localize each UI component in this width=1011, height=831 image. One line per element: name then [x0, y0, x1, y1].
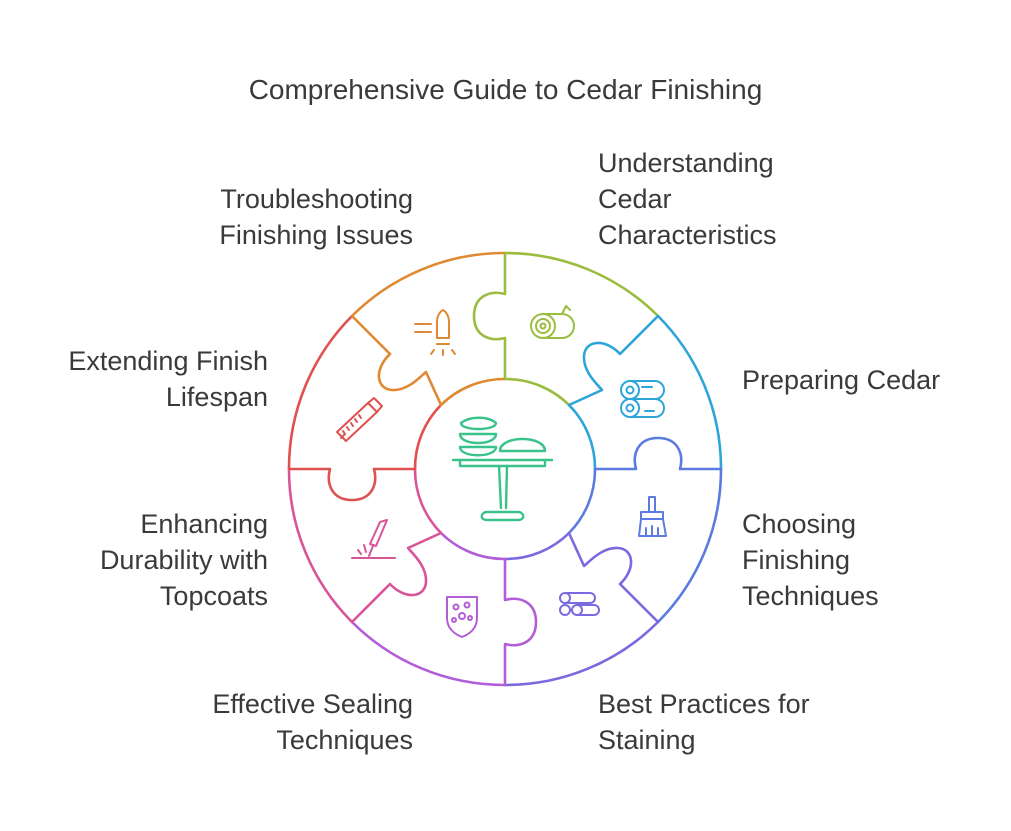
segment-label-troubleshooting: Troubleshooting Finishing Issues — [219, 184, 413, 250]
segment-label-understanding-cedar: Understanding Cedar Characteristics — [598, 148, 777, 250]
inner-arc-7 — [413, 403, 443, 471]
outer-arc-understanding — [503, 251, 660, 318]
inner-arc-6 — [413, 467, 443, 535]
inner-arc-2 — [567, 403, 597, 471]
segment-label-effective-sealing: Effective Sealing Techniques — [212, 689, 413, 755]
divider-top — [472, 251, 507, 381]
outer-arc-choosing — [656, 467, 723, 624]
stacked-logs-icon — [620, 380, 665, 418]
inner-arc-3 — [567, 467, 597, 535]
lamp-icon — [414, 309, 456, 356]
segment-label-enhancing-durability: Enhancing Durability with Topcoats — [99, 509, 268, 611]
outer-arc-troubleshooting — [350, 251, 507, 318]
outer-arc-sealing — [350, 620, 507, 687]
saw-icon — [336, 397, 383, 442]
outer-arc-topcoats — [287, 467, 354, 624]
inner-arc-8 — [439, 377, 507, 407]
segment-label-best-practices-staining: Best Practices for Staining — [598, 689, 810, 755]
divider-top-right — [567, 314, 660, 407]
segment-label-extending-lifespan: Extending Finish Lifespan — [68, 346, 268, 412]
segment-label-preparing-cedar: Preparing Cedar — [742, 365, 941, 395]
paint-brush-icon — [638, 496, 667, 537]
divider-right — [593, 436, 723, 471]
shield-icon — [446, 596, 478, 638]
outer-arc-staining — [503, 620, 660, 687]
cake-stand-icon — [451, 416, 554, 522]
diagram-title: Comprehensive Guide to Cedar Finishing — [248, 74, 763, 105]
divider-bottom-left — [350, 531, 443, 624]
wood-log-icon — [530, 305, 575, 339]
outer-arc-lifespan — [287, 314, 354, 471]
divider-top-left — [350, 314, 443, 407]
divider-left — [287, 467, 417, 502]
inner-arc-5 — [439, 531, 507, 561]
outer-arc-preparing — [656, 314, 723, 471]
divider-bottom — [503, 557, 538, 687]
inner-arc-4 — [503, 531, 571, 561]
logs-pile-icon — [559, 592, 600, 616]
carving-knife-icon — [351, 519, 396, 559]
segment-label-choosing-techniques: Choosing Finishing Techniques — [742, 509, 879, 611]
divider-bottom-right — [567, 531, 660, 624]
inner-arc-1 — [503, 377, 571, 407]
